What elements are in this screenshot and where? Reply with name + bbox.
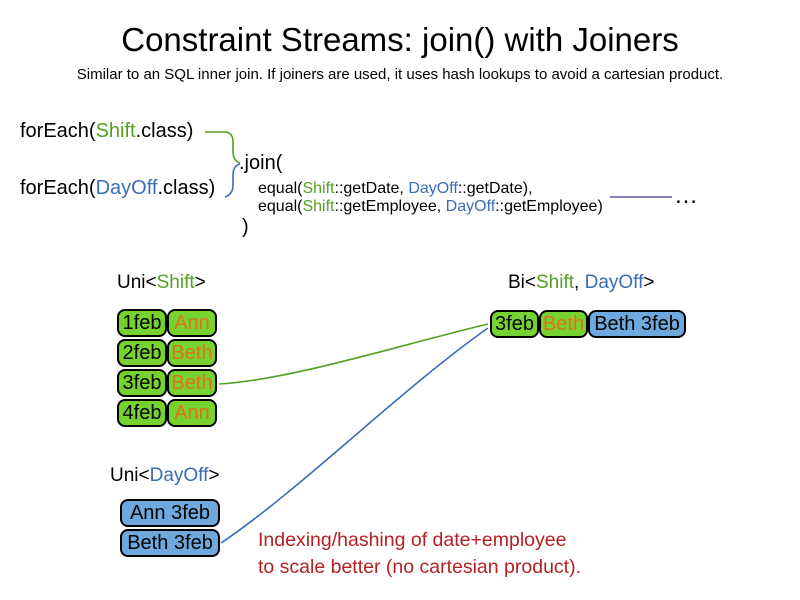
uni-shift-label: Uni<Shift> — [117, 272, 206, 294]
code-text: .class) — [135, 120, 194, 142]
label-text: Bi< — [508, 272, 536, 293]
code-text: equal( — [258, 180, 303, 197]
code-foreach-dayoff: forEach(DayOff.class) — [20, 176, 215, 200]
note-text: Indexing/hashing of date+employee to sca… — [258, 527, 581, 581]
uni-shift-row: 3feb Beth — [117, 369, 217, 397]
brace-lower-blue-connector — [224, 163, 241, 198]
shift-class-token: Shift — [95, 120, 136, 142]
code-join-open: .join( — [239, 152, 283, 174]
code-foreach-shift: forEach(Shift.class) — [20, 119, 193, 143]
shift-employee-cell: Beth — [167, 369, 217, 397]
label-text: > — [194, 272, 206, 293]
label-text: Uni< — [110, 465, 150, 486]
page-title: Constraint Streams: join() with Joiners — [121, 21, 679, 58]
label-text: , — [574, 272, 585, 293]
bi-dayoff-cell: Beth 3feb — [588, 310, 686, 338]
dayoff-class-token: DayOff — [445, 198, 496, 215]
dayoff-class-token: DayOff — [584, 272, 644, 293]
dayoff-class-token: DayOff — [149, 465, 209, 486]
uni-dayoff-table: Ann 3feb Beth 3feb — [120, 499, 220, 557]
code-joiner-equal-employee: equal(Shift::getEmployee, DayOff::getEmp… — [258, 197, 603, 216]
code-text: ::getEmployee, — [334, 198, 446, 215]
shift-employee-cell: Beth — [167, 339, 217, 367]
brace-upper-green-connector — [205, 131, 241, 164]
dayoff-cell: Ann 3feb — [120, 499, 220, 527]
code-text: forEach( — [20, 177, 96, 199]
uni-shift-table: 1feb Ann 2feb Beth 3feb Beth 4feb Ann — [117, 309, 217, 427]
code-text: ::getDate, — [334, 180, 409, 197]
shift-class-token: Shift — [156, 272, 195, 293]
uni-dayoff-label: Uni<DayOff> — [110, 465, 220, 487]
bi-shift-employee-cell: Beth — [539, 310, 588, 338]
note-line-1: Indexing/hashing of date+employee — [258, 529, 567, 551]
shift-class-token: Shift — [536, 272, 575, 293]
shift-date-cell: 1feb — [117, 309, 167, 337]
code-join-close: ) — [242, 216, 249, 238]
bi-result-row: 3feb Beth Beth 3feb — [490, 310, 686, 338]
uni-shift-row: 4feb Ann — [117, 399, 217, 427]
dayoff-cell: Beth 3feb — [120, 529, 220, 557]
dayoff-row-to-bi-connector — [220, 327, 489, 544]
bi-shift-date-cell: 3feb — [490, 310, 539, 338]
shift-employee-cell: Ann — [167, 399, 217, 427]
shift-date-cell: 3feb — [117, 369, 167, 397]
shift-class-token: Shift — [302, 198, 335, 215]
dayoff-class-token: DayOff — [95, 177, 158, 199]
shift-employee-cell: Ann — [167, 309, 217, 337]
shift-class-token: Shift — [302, 180, 335, 197]
bi-label: Bi<Shift, DayOff> — [508, 272, 654, 294]
shift-date-cell: 2feb — [117, 339, 167, 367]
ellipsis-text: … — [674, 182, 700, 209]
uni-shift-row: 1feb Ann — [117, 309, 217, 337]
code-text: equal( — [258, 198, 303, 215]
subtitle: Similar to an SQL inner join. If joiners… — [76, 66, 724, 83]
label-text: > — [208, 465, 220, 486]
code-text: forEach( — [20, 120, 96, 142]
code-joiner-equal-date: equal(Shift::getDate, DayOff::getDate), — [258, 179, 533, 198]
label-text: Uni< — [117, 272, 157, 293]
dayoff-class-token: DayOff — [408, 180, 458, 197]
code-text: ::getDate), — [457, 180, 533, 197]
label-text: > — [643, 272, 655, 293]
shift-date-cell: 4feb — [117, 399, 167, 427]
code-text: .class) — [157, 177, 216, 199]
uni-shift-row: 2feb Beth — [117, 339, 217, 367]
shift-row-to-bi-connector — [218, 323, 489, 385]
code-text: ::getEmployee) — [495, 198, 603, 215]
note-line-2: to scale better (no cartesian product). — [258, 556, 581, 578]
